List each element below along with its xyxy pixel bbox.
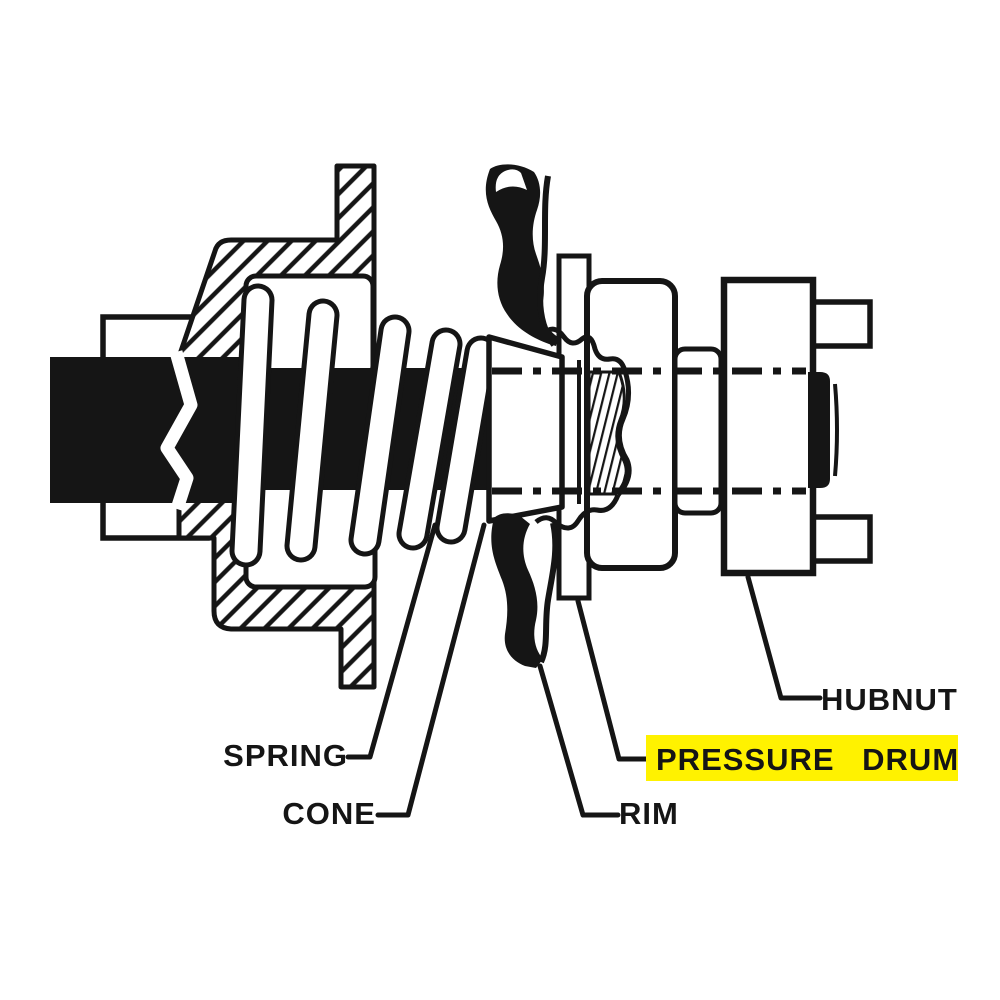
hubnut-lug-top (810, 299, 873, 349)
rim-upper-face-line (537, 175, 557, 347)
spring-label: SPRING (223, 738, 348, 773)
shaft-break-mark (160, 350, 198, 511)
pressure-drum-highlight (646, 735, 958, 781)
cone-label: CONE (282, 796, 376, 831)
cone-body (486, 334, 565, 524)
cone (486, 334, 581, 524)
hubnut-label: HUBNUT (821, 682, 958, 717)
rim-leader-line (537, 663, 621, 818)
spring (229, 283, 498, 568)
rim-upper-horn-tip (495, 169, 527, 192)
rim-disc-top-edge (541, 326, 628, 372)
rim (485, 164, 632, 668)
rim-disc-bottom-edge (534, 494, 621, 531)
pressure-drum-leader-line (575, 598, 650, 762)
rim-lower-horn (491, 513, 543, 668)
hubnut-body (720, 276, 817, 577)
centerlines (492, 367, 806, 495)
axle-end-cap (808, 372, 830, 488)
axle-end-edge-line (833, 383, 839, 477)
cone-leader-line (375, 522, 487, 818)
spring-coil-fills (234, 288, 493, 563)
rim-label: RIM (619, 796, 679, 831)
hub-flange (176, 163, 378, 690)
axle-end (808, 372, 839, 488)
pressure-drum-label: PRESSURE DRUM (656, 742, 959, 777)
hubnut-leader-line (745, 574, 823, 701)
spring-leader-line (345, 522, 438, 760)
hubnut-lug-bottom (810, 514, 873, 564)
rim-lower-face-line (538, 522, 559, 664)
rim-disc-right-edge (616, 370, 632, 497)
